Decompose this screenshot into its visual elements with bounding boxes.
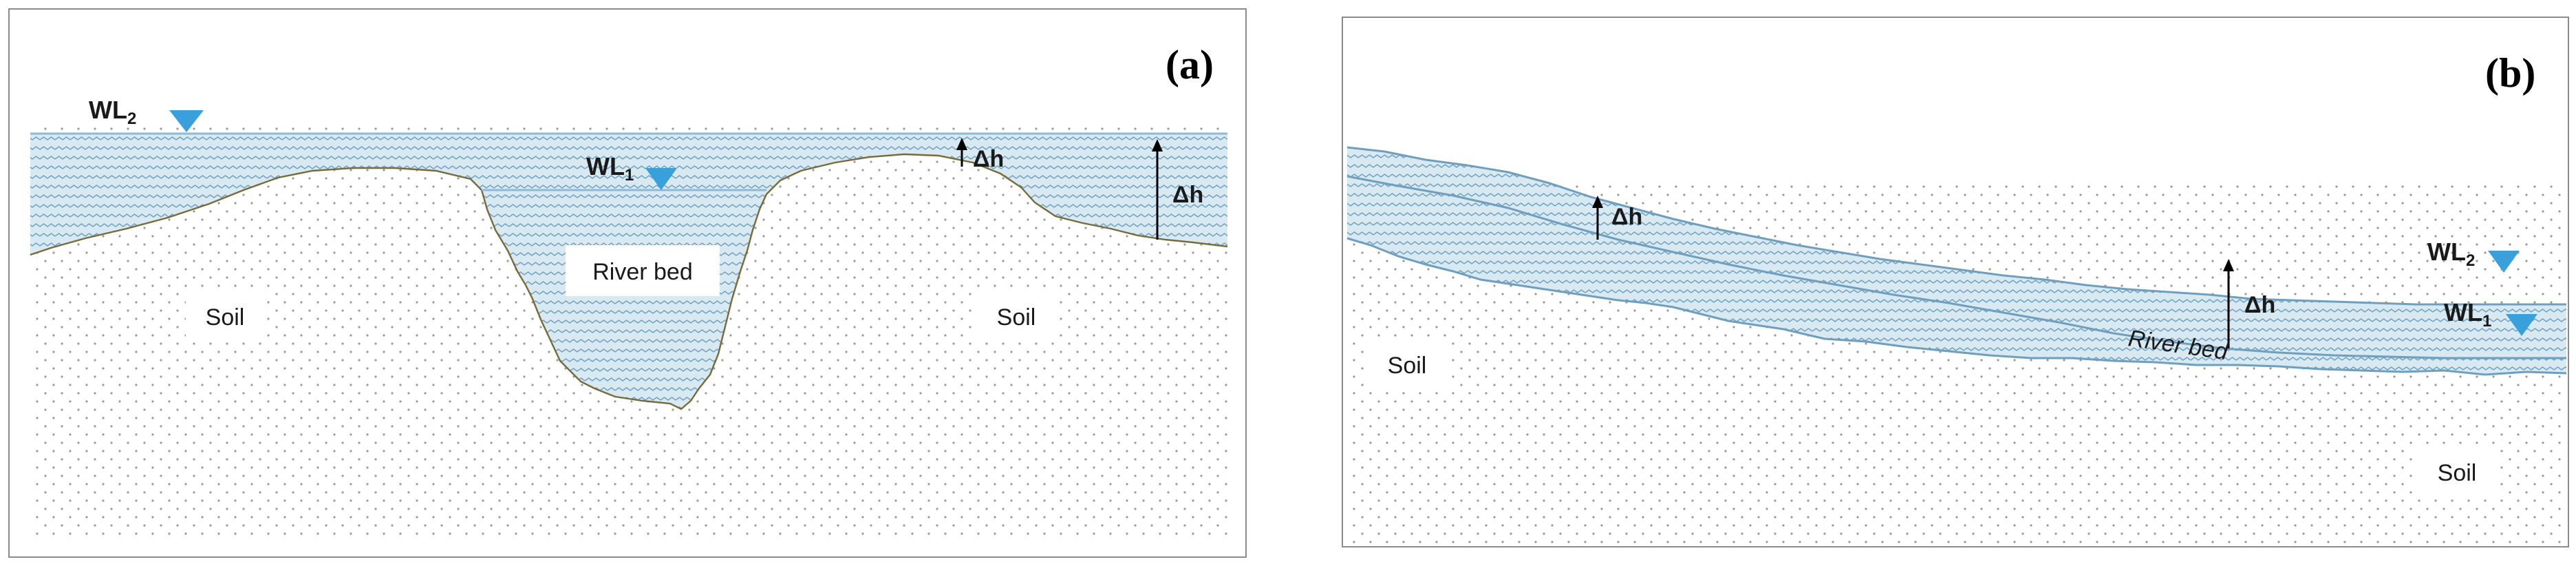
river-bed-label: River bed bbox=[592, 259, 693, 285]
delta-h-label-2: Δh bbox=[2244, 292, 2275, 318]
wl1-label: WL1 bbox=[586, 152, 634, 185]
wl1-marker-icon bbox=[2506, 314, 2537, 336]
soil-label-box-right bbox=[2418, 448, 2496, 496]
soil-label-box-left bbox=[186, 292, 264, 340]
panel-a-diagram: WL2 WL1 Δh Δh River bed Soil Soil (a) bbox=[30, 42, 1228, 540]
arrowhead-icon bbox=[1592, 196, 1603, 208]
wl1-marker-icon bbox=[645, 168, 677, 190]
soil-label-right: Soil bbox=[2438, 460, 2477, 486]
wl2-water-surface bbox=[1346, 146, 2566, 306]
arrowhead-icon bbox=[956, 138, 967, 150]
soil-label-right: Soil bbox=[997, 304, 1036, 331]
wl2-label: WL2 bbox=[2427, 238, 2475, 270]
panel-b-longitudinal-section: Δh Δh River bed WL2 WL1 Soil Soil (b) bbox=[1342, 17, 2569, 547]
soil-label-box-left bbox=[1368, 340, 1446, 388]
wl1-water-surface bbox=[1346, 175, 2566, 359]
panel-tag-a: (a) bbox=[1166, 42, 1214, 87]
wl2-marker-icon bbox=[169, 110, 204, 132]
soil-label-box-right bbox=[977, 292, 1055, 340]
delta-h-label-2: Δh bbox=[1172, 182, 1203, 208]
delta-h-label-1: Δh bbox=[973, 146, 1004, 172]
wl2-marker-icon bbox=[2488, 251, 2520, 273]
river-bed-line bbox=[1346, 237, 2567, 376]
water-band bbox=[1347, 147, 2566, 375]
panel-b-diagram: Δh Δh River bed WL2 WL1 Soil Soil (b) bbox=[1346, 22, 2567, 545]
delta-h-label-1: Δh bbox=[1611, 204, 1642, 230]
panel-a-flood-cross-section: WL2 WL1 Δh Δh River bed Soil Soil (a) bbox=[8, 8, 1247, 558]
soil-label-left: Soil bbox=[206, 304, 245, 331]
arrowhead-icon bbox=[2223, 259, 2234, 271]
arrowhead-icon bbox=[1152, 139, 1163, 152]
river-bed-label-box bbox=[566, 245, 720, 296]
panel-tag-b: (b) bbox=[2485, 50, 2535, 96]
ground-surface-line bbox=[30, 153, 1228, 410]
wl1-label: WL1 bbox=[2444, 298, 2491, 331]
wl2-label: WL2 bbox=[89, 96, 136, 128]
soil-label-left: Soil bbox=[1388, 353, 1427, 379]
